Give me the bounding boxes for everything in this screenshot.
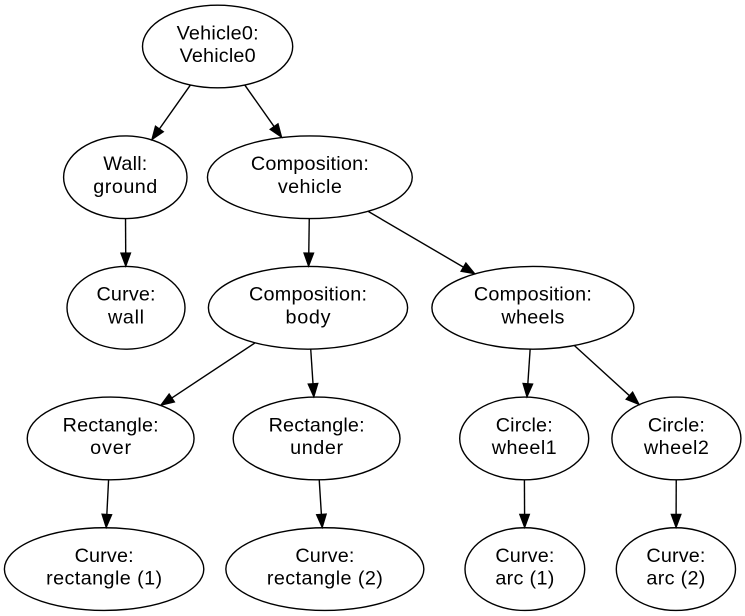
svg-text:Composition:: Composition:	[251, 153, 369, 175]
svg-text:Vehicle0: Vehicle0	[180, 45, 256, 67]
svg-text:Curve:: Curve:	[75, 545, 134, 567]
svg-text:vehicle: vehicle	[278, 176, 342, 198]
svg-text:under: under	[290, 437, 343, 459]
svg-text:Rectangle:: Rectangle:	[63, 414, 159, 436]
svg-text:wheel1: wheel1	[491, 437, 557, 459]
svg-text:wheel2: wheel2	[643, 437, 709, 459]
svg-text:Composition:: Composition:	[474, 284, 592, 306]
svg-text:Curve:: Curve:	[295, 545, 354, 567]
svg-text:Wall:: Wall:	[103, 153, 147, 175]
svg-text:over: over	[90, 437, 131, 459]
svg-text:rectangle (1): rectangle (1)	[46, 568, 162, 590]
svg-text:wheels: wheels	[500, 306, 564, 328]
svg-text:Rectangle:: Rectangle:	[269, 414, 365, 436]
svg-text:arc (1): arc (1)	[495, 568, 554, 590]
svg-text:wall: wall	[107, 306, 144, 328]
svg-text:Curve:: Curve:	[495, 545, 554, 567]
svg-text:Circle:: Circle:	[648, 414, 705, 436]
svg-text:rectangle (2): rectangle (2)	[267, 568, 383, 590]
svg-text:Circle:: Circle:	[496, 414, 553, 436]
svg-text:body: body	[286, 306, 331, 328]
svg-text:Composition:: Composition:	[249, 284, 367, 306]
svg-text:Curve:: Curve:	[646, 545, 705, 567]
svg-text:arc (2): arc (2)	[646, 568, 705, 590]
svg-text:Curve:: Curve:	[97, 284, 156, 306]
svg-text:ground: ground	[93, 176, 157, 198]
svg-text:Vehicle0:: Vehicle0:	[177, 22, 259, 44]
